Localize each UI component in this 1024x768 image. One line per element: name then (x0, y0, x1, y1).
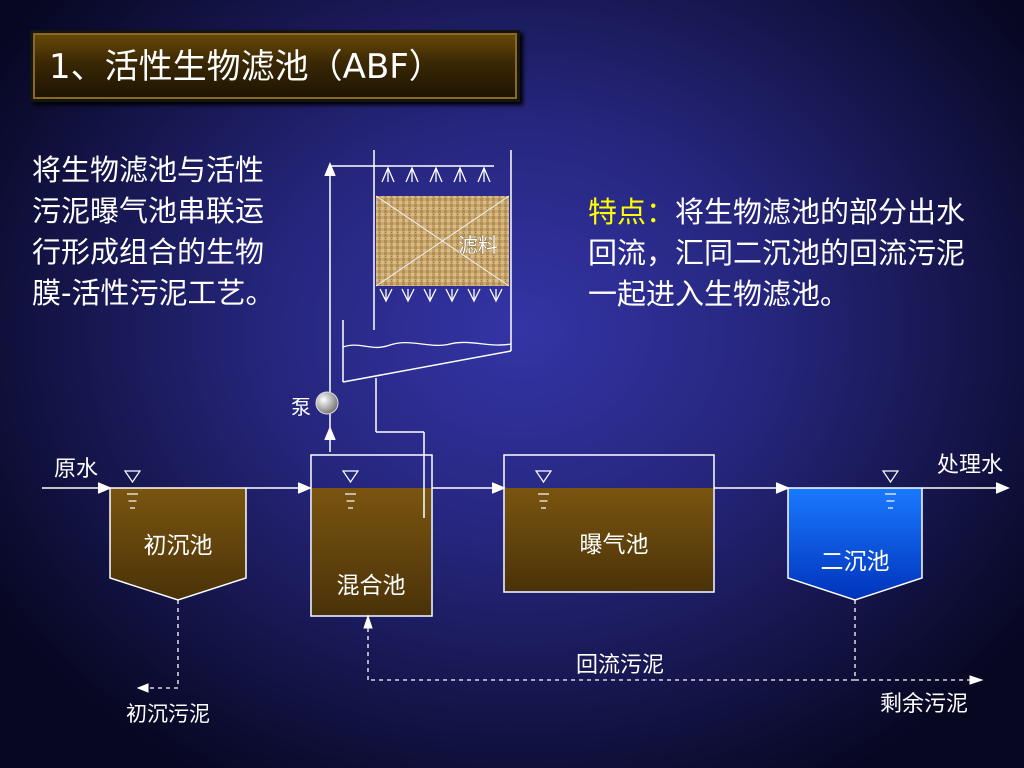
description-text: 将生物滤池与活性污泥曝气池串联运行形成组合的生物膜-活性污泥工艺。 (32, 153, 275, 310)
secondary-tank-label: 二沉池 (821, 549, 890, 575)
primary-sludge-label: 初沉污泥 (126, 702, 210, 726)
treated-water-label: 处理水 (937, 453, 1003, 478)
bio-filter: 滤料 (330, 150, 512, 383)
secondary-clarifier: 二沉池 (787, 470, 923, 601)
features-label: 特点： (588, 195, 676, 229)
return-sludge-label: 回流污泥 (576, 653, 664, 678)
aeration-tank-label: 曝气池 (580, 532, 649, 558)
sprinkler-heads (381, 166, 491, 183)
features-text: 将生物滤池的部分出水回流，汇同二沉池的回流污泥一起进入生物滤池。 (588, 195, 966, 311)
filter-media-label: 滤料 (458, 233, 498, 257)
raw-water-label: 原水 (54, 457, 98, 482)
pump-label: 泵 (291, 395, 311, 419)
main-flow-line (42, 482, 1010, 494)
primary-tank-label: 初沉池 (144, 533, 213, 559)
features-paragraph: 特点：将生物滤池的部分出水回流，汇同二沉池的回流污泥一起进入生物滤池。 (588, 192, 978, 315)
page-title: 1、活性生物滤池（ABF） (49, 47, 443, 87)
aeration-tank: 曝气池 (503, 454, 715, 593)
pump-icon (315, 391, 339, 415)
sludge-lines (146, 600, 974, 689)
mixing-tank: 混合池 (310, 454, 433, 617)
excess-sludge-label: 剩余污泥 (880, 692, 968, 717)
primary-clarifier: 初沉池 (109, 470, 247, 601)
title-bar: 1、活性生物滤池（ABF） (30, 30, 520, 102)
sludge-arrowheads (136, 614, 984, 693)
mixing-tank-label: 混合池 (337, 573, 406, 599)
drip-arrows (379, 288, 503, 303)
